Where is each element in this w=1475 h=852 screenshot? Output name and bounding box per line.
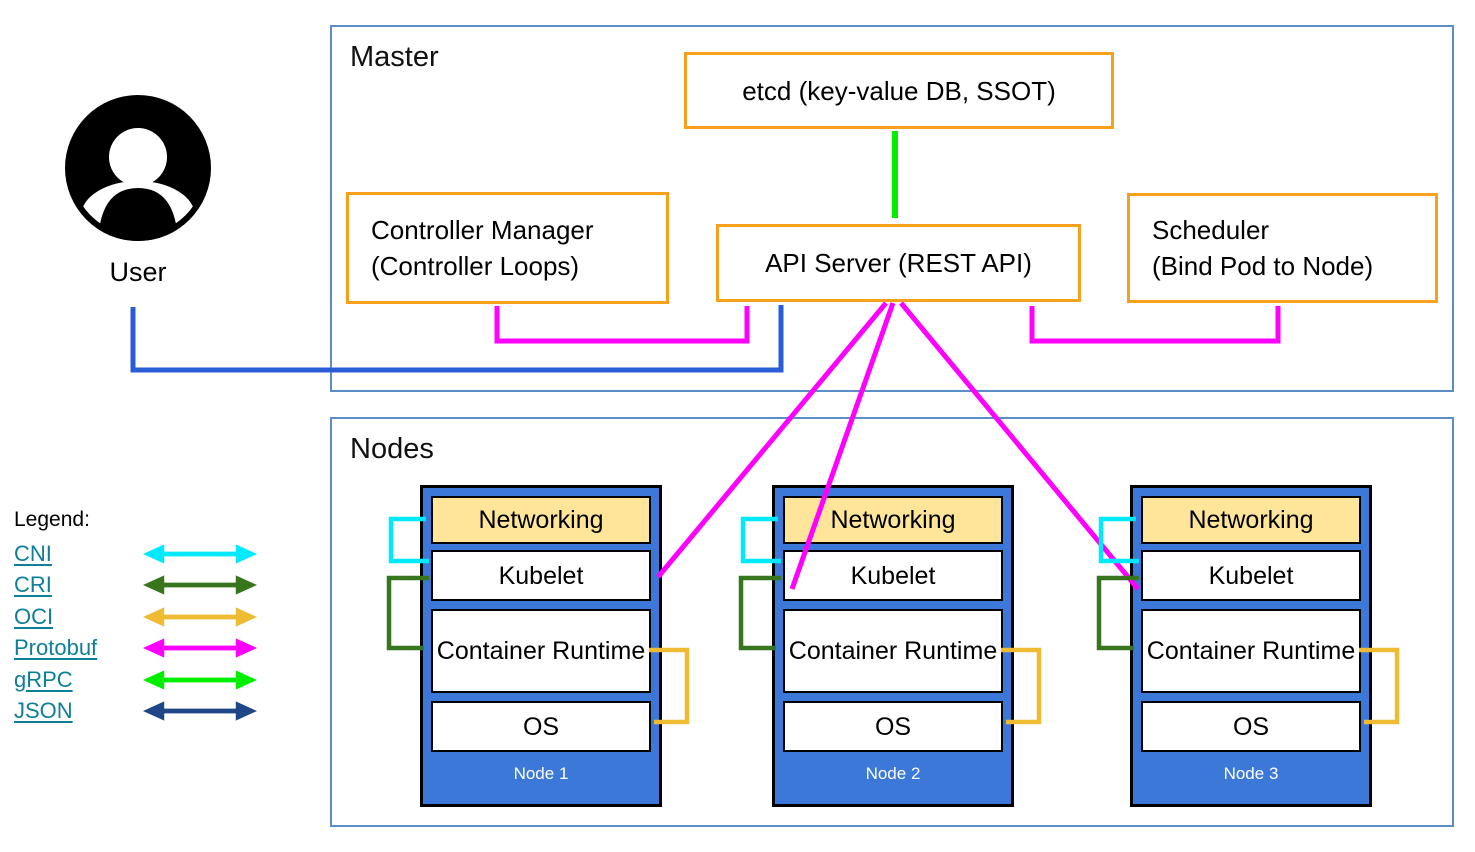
master-panel: Master etcd (key-value DB, SSOT) Control… (330, 25, 1454, 392)
controller-manager-label-line1: Controller Manager (371, 215, 594, 245)
cni-link[interactable]: CNI (14, 540, 52, 566)
etcd-box: etcd (key-value DB, SSOT) (684, 52, 1114, 129)
oci-link[interactable]: OCI (14, 603, 54, 629)
user-avatar-icon (65, 95, 211, 241)
scheduler-label-line2: (Bind Pod to Node) (1152, 251, 1374, 281)
protobuf-arrow-icon (142, 638, 258, 658)
node-2-container-runtime-box: Container Runtime (783, 609, 1003, 693)
legend-row-oci: OCI (14, 601, 294, 633)
networking-label: Networking (478, 506, 604, 534)
networking-label: Networking (1188, 506, 1314, 534)
grpc-link[interactable]: gRPC (14, 666, 73, 692)
node-1-os-box: OS (431, 701, 651, 752)
kubelet-label: Kubelet (1208, 561, 1294, 590)
user-figure: User (60, 92, 216, 288)
os-label: OS (522, 712, 560, 741)
node-2-card: Networking Kubelet Container Runtime OS … (772, 485, 1014, 807)
etcd-label: etcd (key-value DB, SSOT) (742, 75, 1056, 106)
nodes-title: Nodes (350, 433, 434, 465)
container-runtime-label: Container Runtime (1146, 637, 1356, 665)
node-2-kubelet-box: Kubelet (783, 550, 1003, 601)
scheduler-box: Scheduler (Bind Pod to Node) (1127, 193, 1438, 303)
node-3-card: Networking Kubelet Container Runtime OS … (1130, 485, 1372, 807)
protobuf-link[interactable]: Protobuf (14, 635, 98, 661)
node-2-networking-box: Networking (783, 496, 1003, 544)
user-label: User (109, 257, 167, 287)
controller-manager-label-line2: (Controller Loops) (371, 251, 580, 281)
cri-arrow-icon (142, 575, 258, 595)
legend-title: Legend: (14, 508, 90, 531)
json-link[interactable]: JSON (14, 698, 73, 724)
cni-arrow-icon (142, 544, 258, 564)
json-arrow-icon (142, 701, 258, 721)
node-3-os-box: OS (1141, 701, 1361, 752)
nodes-panel: Nodes Networking Kubelet Container Runti… (330, 417, 1454, 827)
container-runtime-label: Container Runtime (788, 637, 998, 665)
scheduler-label-line1: Scheduler (1152, 215, 1270, 245)
node-3-name: Node 3 (1223, 764, 1279, 783)
legend: Legend: CNI CRI OCI (14, 508, 294, 727)
api-server-box: API Server (REST API) (716, 224, 1081, 302)
legend-row-protobuf: Protobuf (14, 633, 294, 665)
legend-row-cri: CRI (14, 570, 294, 602)
oci-arrow-icon (142, 607, 258, 627)
node-2-os-box: OS (783, 701, 1003, 752)
networking-label: Networking (830, 506, 956, 534)
legend-row-cni: CNI (14, 538, 294, 570)
node-1-networking-box: Networking (431, 496, 651, 544)
node-3-container-runtime-box: Container Runtime (1141, 609, 1361, 693)
os-label: OS (1232, 712, 1270, 741)
kubelet-label: Kubelet (498, 561, 584, 590)
node-1-container-runtime-box: Container Runtime (431, 609, 651, 693)
node-1-kubelet-box: Kubelet (431, 550, 651, 601)
controller-manager-box: Controller Manager (Controller Loops) (346, 192, 669, 304)
node-1-card: Networking Kubelet Container Runtime OS … (420, 485, 662, 807)
kubelet-label: Kubelet (850, 561, 936, 590)
node-1-name: Node 1 (513, 764, 569, 783)
node-3-networking-box: Networking (1141, 496, 1361, 544)
node-2-name: Node 2 (865, 764, 921, 783)
legend-row-grpc: gRPC (14, 664, 294, 696)
grpc-arrow-icon (142, 670, 258, 690)
api-server-label: API Server (REST API) (765, 248, 1032, 278)
container-runtime-label: Container Runtime (436, 637, 646, 665)
legend-row-json: JSON (14, 696, 294, 728)
cri-link[interactable]: CRI (14, 572, 52, 598)
master-title: Master (350, 41, 439, 73)
node-3-kubelet-box: Kubelet (1141, 550, 1361, 601)
os-label: OS (874, 712, 912, 741)
